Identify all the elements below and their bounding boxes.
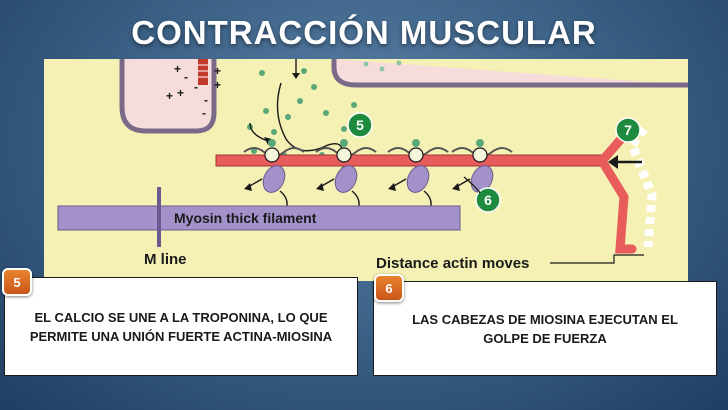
z-disc [597, 126, 637, 254]
reticulum-left [119, 59, 217, 134]
slide-title: CONTRACCIÓN MUSCULAR [131, 14, 597, 51]
step-6-description: LAS CABEZAS DE MIOSINA EJECUTAN EL GOLPE… [373, 281, 717, 376]
membrane-charges: + - + - + + - - + [166, 62, 221, 120]
reticulum-dots [363, 60, 402, 72]
reticulum-right [331, 59, 688, 88]
myosin-thick-filament [57, 205, 461, 231]
svg-text:+: + [214, 78, 221, 92]
step-marker-5: 5 [347, 112, 373, 138]
sarcomere-diagram: + - + - + + - - + [57, 59, 688, 272]
step-5-description: EL CALCIO SE UNE A LA TROPONINA, LO QUE … [4, 277, 358, 376]
thick-filament-label: Myosin thick filament [174, 210, 317, 226]
svg-text:6: 6 [484, 192, 492, 208]
svg-text:+: + [214, 64, 221, 78]
svg-text:+: + [166, 89, 173, 103]
svg-text:-: - [184, 70, 188, 84]
m-line-label: M line [144, 251, 187, 268]
z-disc-outline [626, 126, 657, 248]
svg-text:-: - [194, 80, 198, 94]
step-marker-7: 7 [615, 117, 641, 143]
svg-text:5: 5 [356, 117, 364, 133]
distance-bracket [550, 254, 644, 264]
svg-text:-: - [202, 106, 206, 120]
crossbridges [243, 139, 513, 212]
svg-text:+: + [174, 62, 181, 76]
step-6-badge: 6 [374, 274, 404, 302]
arrow-head-icon [608, 155, 618, 169]
calcium-channel [198, 59, 208, 85]
step-5-badge: 5 [2, 268, 32, 296]
distance-label: Distance actin moves [376, 255, 529, 272]
svg-text:+: + [177, 86, 184, 100]
svg-text:7: 7 [624, 122, 632, 138]
step-marker-6: 6 [475, 187, 501, 213]
diagram-panel: + - + - + + - - + [44, 59, 688, 281]
svg-text:-: - [204, 93, 208, 107]
